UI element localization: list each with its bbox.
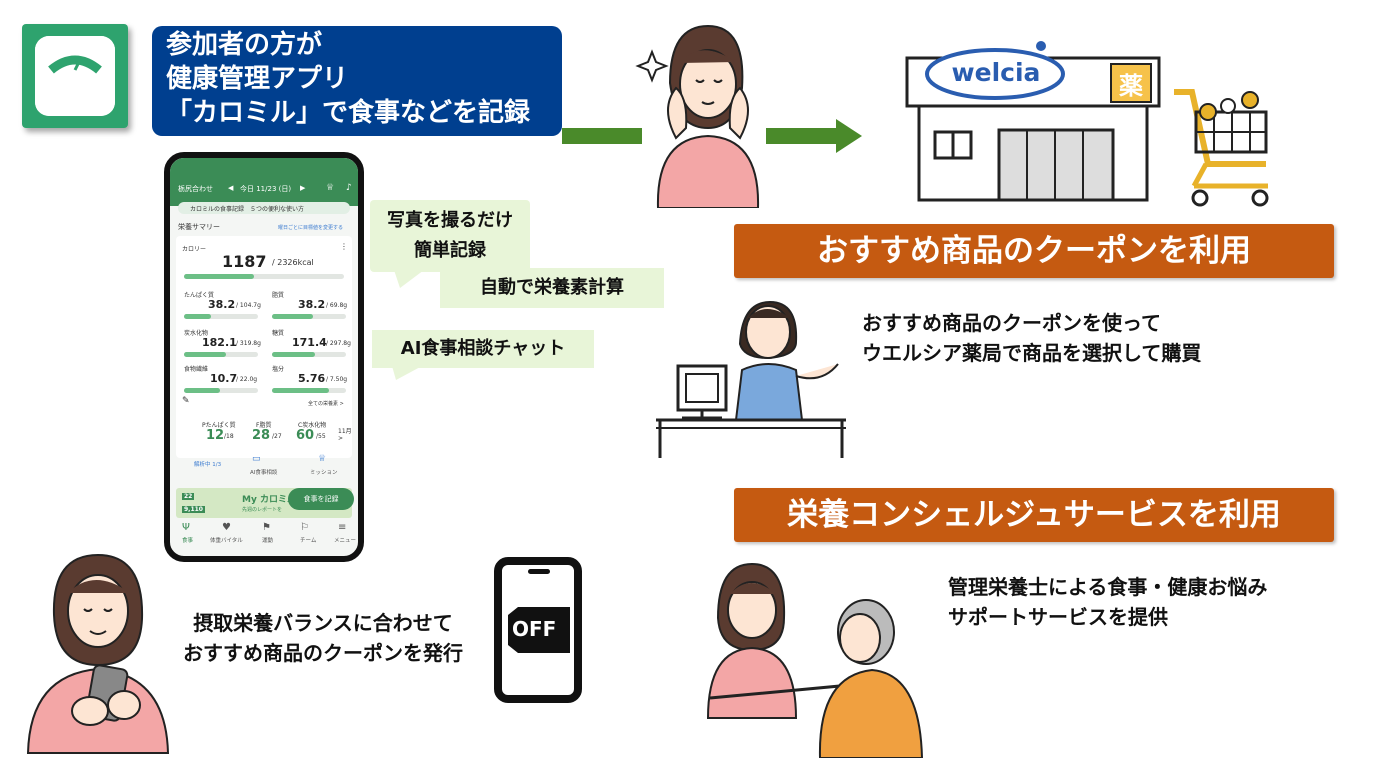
all-nutrients-link[interactable]: 全ての栄養素 >	[308, 401, 344, 407]
bubble-photo-record: 写真を撮るだけ 簡単記録	[370, 200, 530, 272]
heart-tab-icon[interactable]: ♥	[222, 522, 231, 533]
edit-icon[interactable]: ✎	[182, 396, 190, 406]
bubble-tail-3	[392, 366, 422, 380]
prev-day-icon[interactable]: ◀	[228, 184, 234, 192]
flag-tab-icon[interactable]: ⚐	[300, 522, 309, 533]
shopping-cart-icon	[1174, 89, 1269, 207]
meal-tab-icon[interactable]: Ψ	[182, 522, 190, 533]
off-coupon-icon	[508, 607, 570, 653]
consultation-illustration	[706, 562, 924, 758]
tab-menu[interactable]: メニュー	[334, 538, 357, 544]
phone-tips-banner[interactable]: カロミルの食事記録 ５つの便利な使い方	[178, 202, 350, 214]
calorie-value: 1187	[222, 252, 267, 271]
run-tab-icon[interactable]: ⚑	[262, 522, 271, 533]
concierge-banner: 栄養コンシェルジュサービスを利用	[734, 488, 1334, 542]
more-icon[interactable]: ⋮	[340, 242, 348, 251]
tab-weight[interactable]: 体重バイタル	[210, 538, 243, 544]
promo-desc: 先週のレポートを	[242, 507, 283, 513]
promo-sub: 9,110	[182, 506, 205, 513]
calorie-label: カロリー	[182, 246, 207, 253]
concierge-text: 管理栄養士による食事・健康お悩み サポートサービスを提供	[948, 572, 1267, 632]
tab-team[interactable]: チーム	[300, 538, 317, 544]
calomil-app-icon: カロミル	[22, 24, 128, 128]
scale-gauge-icon	[35, 36, 115, 116]
issue-text-line-2: おすすめ商品のクーポンを発行	[183, 641, 463, 665]
coupon-issue-text: 摂取栄養バランスに合わせて おすすめ商品のクーポンを発行	[158, 608, 488, 668]
coupon-text-line-1: おすすめ商品のクーポンを使って	[862, 311, 1161, 335]
phone-date: 今日 11/23 (日)	[240, 185, 292, 193]
trophy-mission-icon: ♕	[318, 454, 327, 464]
header-line-3: 「カロミル」で食事などを記録	[166, 98, 531, 128]
bubble-tail-1	[394, 270, 424, 288]
menu-tab-icon[interactable]: ≡	[338, 522, 347, 533]
bubble-line-2: 簡単記録	[414, 240, 486, 261]
change-target-link[interactable]: 曜日ごとに目標値を変更する	[278, 225, 344, 231]
promo-kcal: 22	[182, 493, 195, 500]
phone-mockup: 栃尻合わせ ◀ 今日 11/23 (日) ▶ ♕ ♪ カロミルの食事記録 ５つの…	[164, 152, 364, 562]
trophy-icon[interactable]: ♕	[326, 183, 335, 193]
welcia-store-illustration	[905, 41, 1161, 202]
coupon-banner: おすすめ商品のクーポンを利用	[734, 224, 1334, 278]
bell-icon[interactable]: ♪	[346, 183, 352, 193]
concierge-text-line-1: 管理栄養士による食事・健康お悩み	[948, 575, 1268, 599]
nutrition-summary-title: 栄養サマリー	[178, 223, 220, 231]
header-line-1: 参加者の方が	[166, 30, 323, 60]
promo-title: My カロミル	[242, 495, 296, 505]
header-line-2: 健康管理アプリ	[166, 64, 349, 94]
bubble-ai-chat: AI食事相談チャット	[372, 330, 594, 368]
calorie-bar	[184, 274, 344, 279]
app-icon-face	[35, 36, 115, 116]
phone-top-left: 栃尻合わせ	[178, 185, 213, 193]
bubble-auto-calc: 自動で栄養素計算	[440, 268, 664, 308]
arrow-left-segment	[562, 128, 642, 144]
next-day-icon[interactable]: ▶	[300, 184, 306, 192]
tool-analysis[interactable]: 解析中 1/3	[194, 462, 222, 468]
tool-ai-chat[interactable]: AI食事相談	[250, 470, 278, 476]
pfc-month-link[interactable]: 11月 >	[338, 428, 352, 442]
concierge-text-line-2: サポートサービスを提供	[948, 605, 1168, 629]
tool-mission[interactable]: ミッション	[310, 470, 338, 476]
issue-text-line-1: 摂取栄養バランスに合わせて	[193, 611, 453, 635]
pharmacist-counter-illustration	[656, 300, 846, 458]
coupon-text-line-2: ウエルシア薬局で商品を選択して購買	[862, 341, 1202, 365]
pharmacy-sign: 薬	[1119, 72, 1143, 100]
phone-speaker	[528, 569, 550, 574]
header-box: 参加者の方が 健康管理アプリ 「カロミル」で食事などを記録	[152, 26, 562, 136]
welcia-logo: welcia	[951, 58, 1041, 87]
tab-exercise[interactable]: 運動	[262, 538, 274, 544]
phone-header: 栃尻合わせ ◀ 今日 11/23 (日) ▶ ♕ ♪	[170, 158, 358, 206]
calorie-target: / 2326kcal	[272, 258, 314, 267]
woman-thinking-illustration	[635, 24, 760, 208]
nutrition-card: カロリー ⋮ 1187 / 2326kcal たんぱく質 38.2 / 104.…	[176, 236, 352, 458]
woman-with-phone-illustration	[26, 553, 170, 754]
chat-icon: ▭	[252, 454, 261, 464]
arrow-right-head	[836, 119, 862, 153]
arrow-right-bar	[766, 128, 838, 144]
coupon-phone-icon: OFF	[494, 557, 582, 703]
record-meal-button[interactable]: 食事を記録	[288, 488, 354, 510]
app-icon-label: カロミル	[42, 81, 107, 100]
tab-meal[interactable]: 食事	[182, 538, 194, 544]
off-label: OFF	[512, 617, 557, 641]
bubble-line-1: 写真を撮るだけ	[387, 210, 513, 231]
coupon-text: おすすめ商品のクーポンを使って ウエルシア薬局で商品を選択して購買	[862, 308, 1201, 368]
